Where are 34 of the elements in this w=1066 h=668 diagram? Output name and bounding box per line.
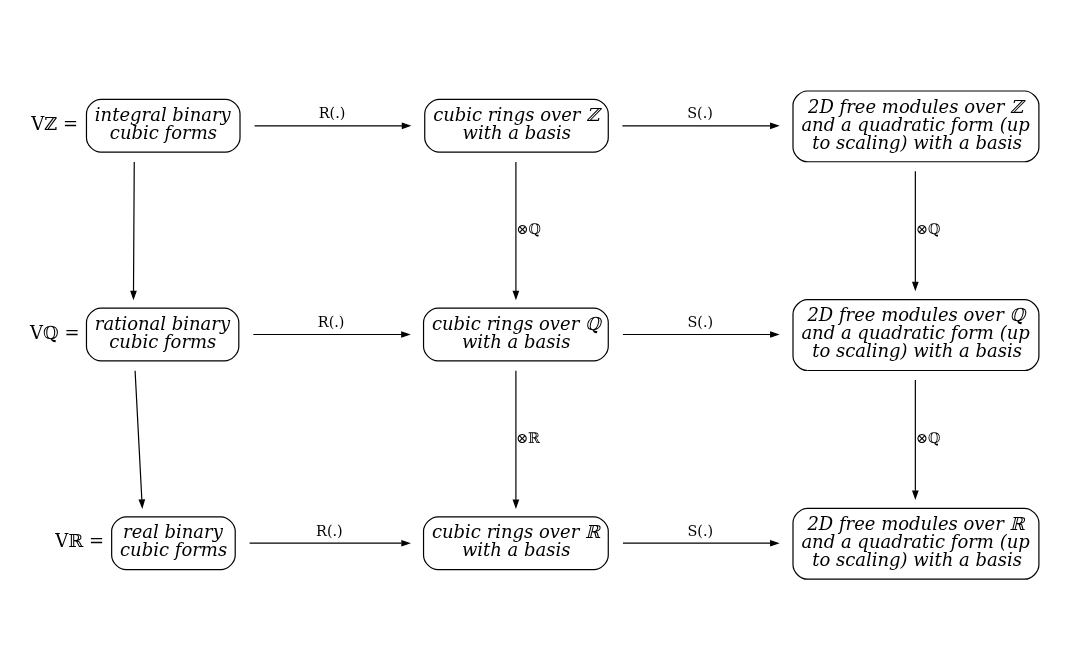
arrow	[252, 330, 411, 338]
arrow	[512, 160, 520, 300]
arrow	[912, 378, 919, 500]
arrow	[912, 170, 919, 291]
edge-label: ⊗ℝ	[515, 429, 540, 446]
node-box: 2D free modules over ℤ and a quadratic form (up to scaling) with a basis	[792, 89, 1040, 162]
arrow	[249, 539, 411, 547]
arrow	[134, 369, 146, 509]
arrow	[254, 121, 412, 129]
edge-label: R(.)	[317, 313, 345, 330]
node-box: cubic rings over ℚ with a basis	[422, 307, 609, 361]
node-box: rational binary cubic forms	[85, 307, 240, 361]
arrow	[512, 369, 520, 509]
arrow	[130, 160, 137, 300]
node-box: cubic rings over ℤ with a basis	[424, 98, 609, 153]
node-box: 2D free modules over ℝ and a quadratic form (up to scaling) with a basis	[792, 507, 1040, 580]
arrow	[621, 121, 780, 129]
node-box: 2D free modules over ℚ and a quadratic form (up to scaling) with a basis	[792, 298, 1040, 371]
edge-label: ⊗ℚ	[516, 220, 541, 237]
node-box: integral binary cubic forms	[85, 98, 241, 153]
edge-label: R(.)	[318, 104, 346, 121]
node-box: real binary cubic forms	[111, 515, 236, 570]
arrow	[622, 539, 780, 547]
edge-label: R(.)	[316, 522, 343, 539]
edge-label: S(.)	[687, 313, 714, 330]
node-box: cubic rings over ℝ with a basis	[422, 515, 609, 570]
node-label: Vℤ =	[31, 112, 79, 134]
arrow	[622, 330, 780, 338]
node-label: Vℚ =	[30, 321, 80, 343]
node-label: Vℝ =	[55, 529, 105, 551]
edge-label: S(.)	[687, 522, 714, 539]
edge-label: ⊗ℚ	[915, 220, 941, 237]
edge-label: ⊗ℚ	[915, 429, 941, 446]
edge-label: S(.)	[687, 104, 713, 121]
